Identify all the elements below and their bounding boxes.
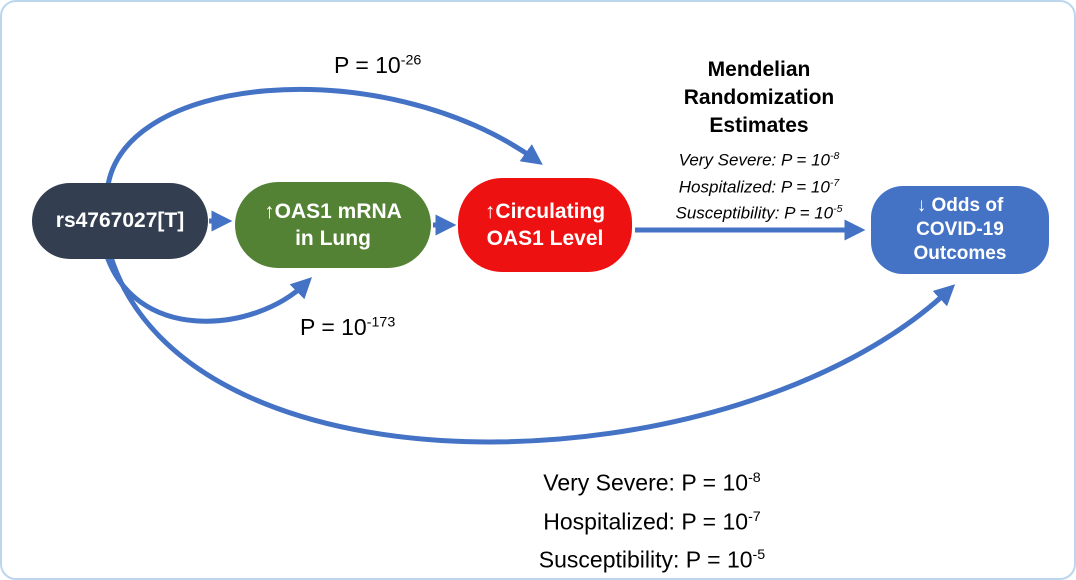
node-label-line: OAS1 Level: [486, 227, 604, 250]
bottom-estimate-susceptibility: Susceptibility: P = 10-5: [538, 546, 766, 573]
pvalue-exponent: -26: [400, 52, 422, 69]
arrow-top-arc-snp-to-oas1-level: [104, 86, 543, 195]
mr-estimate-susceptibility: Susceptibility: P = 10-5: [675, 203, 843, 223]
bottom-estimates-block: Very Severe: P = 10-8 Hospitalized: P = …: [505, 461, 799, 577]
node-label-line: ↓ Odds of: [916, 195, 1004, 216]
node-label-line: in Lung: [295, 227, 371, 250]
bottom-estimate-hospitalized: Hospitalized: P = 10-7: [543, 508, 761, 535]
node-label: rs4767027[T]: [55, 209, 185, 232]
pvalue-base: P = 10: [300, 314, 367, 340]
node-circulating-oas1-level: ↑Circulating OAS1 Level: [458, 178, 632, 272]
mr-estimate-hospitalized: Hospitalized: P = 10-7: [678, 176, 840, 197]
pvalue-exponent: -173: [366, 314, 396, 331]
node-oas1-mrna-lung: ↑OAS1 mRNA in Lung: [235, 182, 431, 268]
node-label-line: COVID-19: [916, 219, 1004, 240]
mr-title-line: Estimates: [709, 114, 809, 137]
top-arc-pvalue-label: P = 10-26: [334, 52, 421, 79]
node-label-line: Outcomes: [913, 243, 1007, 264]
bottom-estimate-very-severe: Very Severe: P = 10-8: [543, 469, 761, 496]
mr-estimates-block: Mendelian Randomization Estimates Very S…: [638, 56, 880, 225]
pvalue-base: P = 10: [334, 52, 401, 78]
node-label-line: ↑Circulating: [484, 200, 606, 223]
mr-estimate-very-severe: Very Severe: P = 10-8: [678, 150, 840, 170]
mr-title-line: Mendelian: [707, 58, 811, 81]
node-label-line: ↑OAS1 mRNA: [264, 200, 402, 223]
arrow-bottom-large-arc-snp-to-outcomes: [107, 253, 956, 445]
mr-title-line: Randomization: [683, 86, 835, 109]
mr-estimates-title: Mendelian Randomization Estimates: [638, 56, 880, 140]
bottom-small-arc-pvalue-label: P = 10-173: [300, 314, 395, 341]
node-snp-rs4767027: rs4767027[T]: [32, 183, 208, 259]
mr-estimates-list: Very Severe: P = 10-8 Hospitalized: P = …: [638, 145, 880, 225]
node-covid19-outcomes: ↓ Odds of COVID-19 Outcomes: [871, 186, 1049, 274]
